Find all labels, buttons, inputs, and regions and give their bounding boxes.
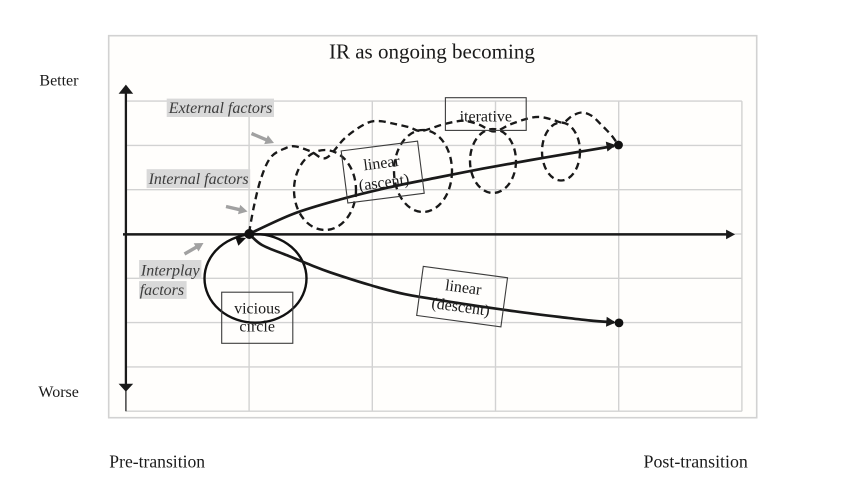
svg-text:Worse: Worse [38,384,78,401]
svg-text:factors: factors [140,282,184,299]
svg-text:Internal factors: Internal factors [148,171,249,188]
svg-text:Better: Better [39,72,79,89]
svg-text:circle: circle [239,318,275,335]
svg-text:External factors: External factors [168,100,273,117]
svg-text:IR as ongoing becoming: IR as ongoing becoming [329,39,535,63]
svg-text:linear: linear [362,153,401,175]
svg-text:(ascent): (ascent) [358,171,410,194]
svg-text:linear: linear [444,277,483,299]
svg-text:vicious: vicious [234,300,280,317]
svg-text:iterative: iterative [460,109,512,126]
svg-text:Interplay: Interplay [140,262,201,279]
svg-text:Post-transition: Post-transition [644,452,748,472]
svg-text:Pre-transition: Pre-transition [109,451,205,471]
